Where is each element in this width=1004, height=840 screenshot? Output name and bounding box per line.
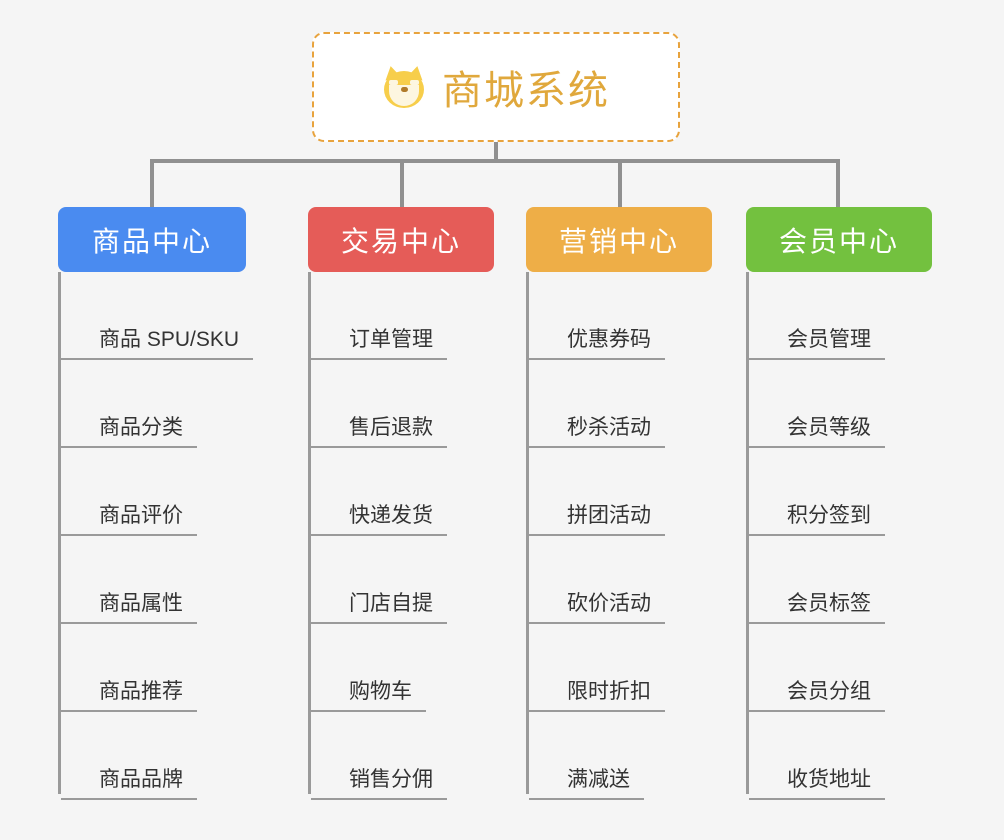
leaf-item[interactable]: 会员管理	[749, 272, 885, 360]
connector-drop-4	[836, 159, 840, 207]
leaf-item-label: 商品评价	[61, 504, 197, 536]
root-node[interactable]: 商城系统	[312, 32, 680, 142]
leaf-item-label: 会员等级	[749, 416, 885, 448]
leaf-item-label: 商品 SPU/SKU	[61, 328, 254, 360]
branch-trunk-line	[58, 272, 61, 794]
leaf-item[interactable]: 商品评价	[61, 448, 197, 536]
leaf-item[interactable]: 会员等级	[749, 360, 885, 448]
root-title: 商城系统	[442, 69, 610, 113]
branch-items: 会员管理会员等级积分签到会员标签会员分组收货地址	[746, 272, 932, 800]
branch-trunk-line	[526, 272, 529, 794]
leaf-item[interactable]: 优惠券码	[529, 272, 665, 360]
leaf-item[interactable]: 快递发货	[311, 448, 447, 536]
leaf-item-label: 秒杀活动	[529, 416, 665, 448]
leaf-item-label: 商品分类	[61, 416, 197, 448]
leaf-item-label: 购物车	[311, 680, 426, 712]
branch-header-1[interactable]: 商品中心	[58, 207, 246, 272]
leaf-item[interactable]: 秒杀活动	[529, 360, 665, 448]
branch-header-2[interactable]: 交易中心	[308, 207, 494, 272]
leaf-item-label: 会员分组	[749, 680, 885, 712]
leaf-item-label: 商品推荐	[61, 680, 197, 712]
leaf-item[interactable]: 积分签到	[749, 448, 885, 536]
leaf-item[interactable]: 限时折扣	[529, 624, 665, 712]
branch-items: 订单管理售后退款快递发货门店自提购物车销售分佣	[308, 272, 494, 800]
leaf-item-label: 商品品牌	[61, 768, 197, 800]
leaf-item-label: 快递发货	[311, 504, 447, 536]
leaf-item[interactable]: 销售分佣	[311, 712, 447, 800]
connector-drop-3	[618, 159, 622, 207]
leaf-item[interactable]: 门店自提	[311, 536, 447, 624]
leaf-item-label: 会员标签	[749, 592, 885, 624]
leaf-item[interactable]: 售后退款	[311, 360, 447, 448]
leaf-item-label: 收货地址	[749, 768, 885, 800]
leaf-item-label: 积分签到	[749, 504, 885, 536]
connector-drop-2	[400, 159, 404, 207]
leaf-item[interactable]: 满减送	[529, 712, 644, 800]
connector-drop-1	[150, 159, 154, 207]
leaf-item-label: 限时折扣	[529, 680, 665, 712]
branch-column: 商品中心商品 SPU/SKU 商品分类商品评价商品属性商品推荐商品品牌	[58, 207, 254, 800]
leaf-item[interactable]: 商品属性	[61, 536, 197, 624]
connector-stem	[494, 142, 498, 162]
leaf-item-label: 订单管理	[311, 328, 447, 360]
leaf-item[interactable]: 购物车	[311, 624, 426, 712]
leaf-item[interactable]: 砍价活动	[529, 536, 665, 624]
leaf-item-label: 销售分佣	[311, 768, 447, 800]
leaf-item-label: 商品属性	[61, 592, 197, 624]
branch-items: 商品 SPU/SKU 商品分类商品评价商品属性商品推荐商品品牌	[58, 272, 254, 800]
leaf-item-label: 砍价活动	[529, 592, 665, 624]
leaf-item[interactable]: 商品品牌	[61, 712, 197, 800]
branch-column: 会员中心会员管理会员等级积分签到会员标签会员分组收货地址	[746, 207, 932, 800]
leaf-item[interactable]: 会员标签	[749, 536, 885, 624]
branch-header-4[interactable]: 会员中心	[746, 207, 932, 272]
leaf-item[interactable]: 商品推荐	[61, 624, 197, 712]
branch-items: 优惠券码秒杀活动拼团活动砍价活动限时折扣满减送	[526, 272, 712, 800]
leaf-item[interactable]: 商品 SPU/SKU	[61, 272, 254, 360]
leaf-item-label: 会员管理	[749, 328, 885, 360]
leaf-item[interactable]: 商品分类	[61, 360, 197, 448]
leaf-item-label: 售后退款	[311, 416, 447, 448]
leaf-item[interactable]: 会员分组	[749, 624, 885, 712]
branch-trunk-line	[746, 272, 749, 794]
leaf-item-label: 满减送	[529, 768, 644, 800]
leaf-item-label: 拼团活动	[529, 504, 665, 536]
dog-face-icon	[382, 64, 428, 110]
leaf-item-label: 门店自提	[311, 592, 447, 624]
branch-trunk-line	[308, 272, 311, 794]
leaf-item[interactable]: 订单管理	[311, 272, 447, 360]
leaf-item[interactable]: 收货地址	[749, 712, 885, 800]
connector-bus	[150, 159, 840, 163]
branch-column: 营销中心优惠券码秒杀活动拼团活动砍价活动限时折扣满减送	[526, 207, 712, 800]
leaf-item-label: 优惠券码	[529, 328, 665, 360]
branch-header-3[interactable]: 营销中心	[526, 207, 712, 272]
leaf-item[interactable]: 拼团活动	[529, 448, 665, 536]
branch-column: 交易中心订单管理售后退款快递发货门店自提购物车销售分佣	[308, 207, 494, 800]
